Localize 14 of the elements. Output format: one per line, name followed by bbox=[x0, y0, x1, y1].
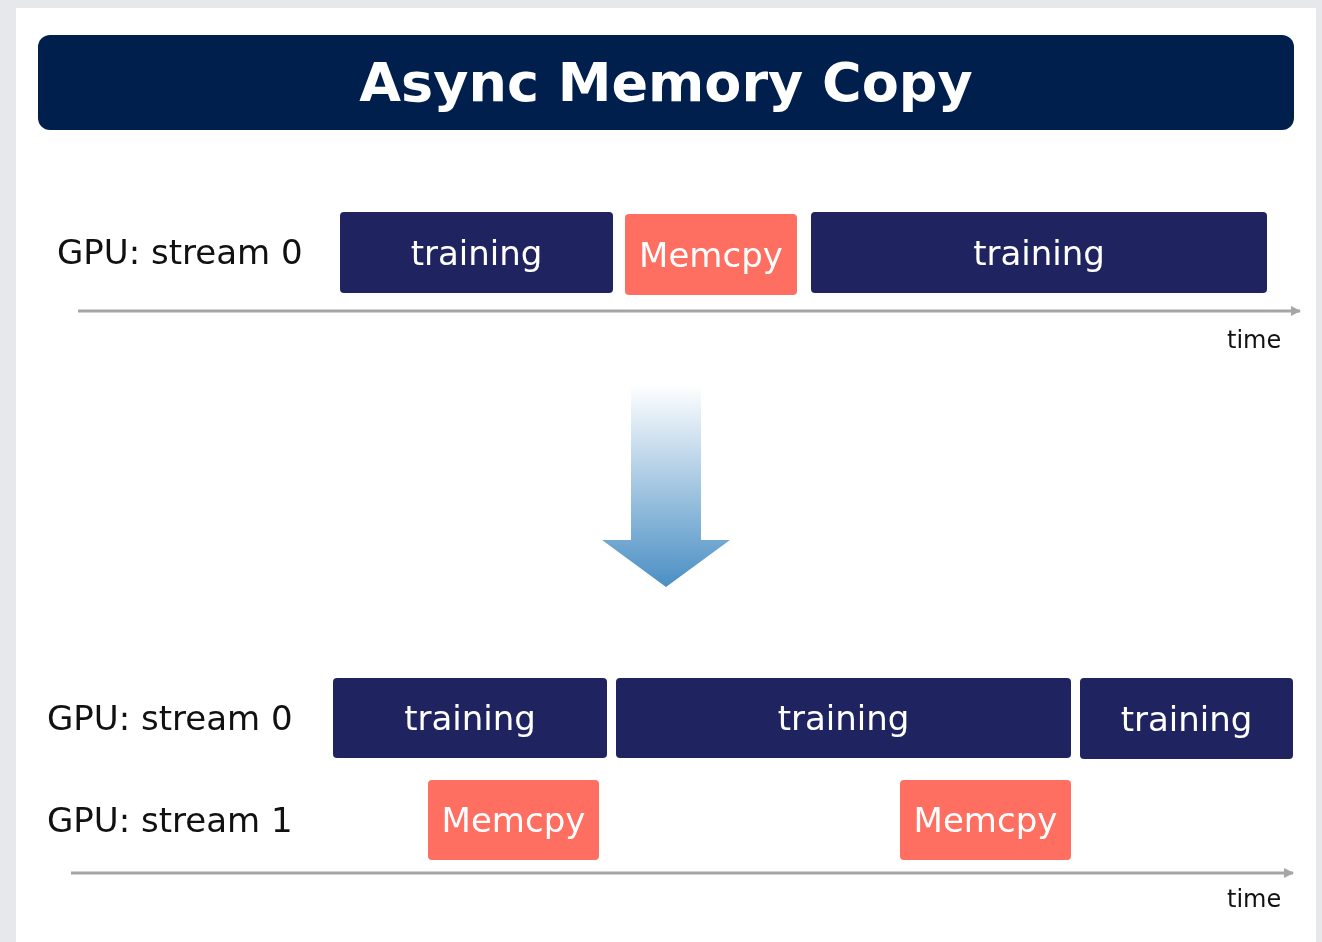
title-banner: Async Memory Copy bbox=[38, 35, 1294, 130]
training-bar: training bbox=[616, 678, 1071, 758]
axis-label: time bbox=[1227, 328, 1282, 352]
stream-label: GPU: stream 0 bbox=[47, 701, 293, 735]
memcpy-bar: Memcpy bbox=[900, 780, 1071, 860]
training-bar: training bbox=[1080, 678, 1293, 759]
axis-label: time bbox=[1227, 887, 1282, 911]
memcpy-bar: Memcpy bbox=[428, 780, 599, 860]
training-bar: training bbox=[333, 678, 607, 758]
memcpy-bar: Memcpy bbox=[625, 214, 797, 295]
stream-label: GPU: stream 1 bbox=[47, 803, 293, 837]
training-bar: training bbox=[340, 212, 613, 293]
stream-label: GPU: stream 0 bbox=[57, 235, 303, 269]
training-bar: training bbox=[811, 212, 1267, 293]
